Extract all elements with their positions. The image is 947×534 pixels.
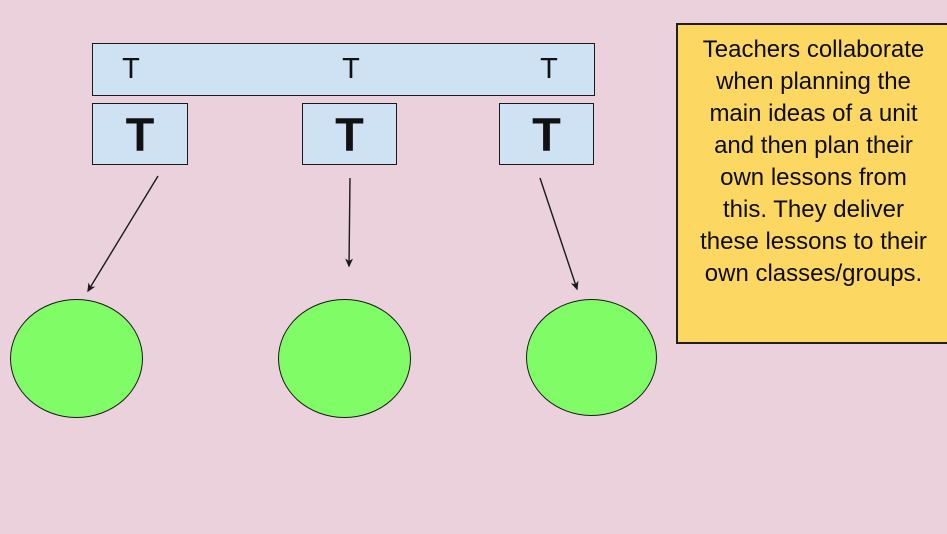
arrow-3 xyxy=(539,177,579,291)
arrow-2 xyxy=(345,177,354,268)
note-box: Teachers collaborate when planning the m… xyxy=(676,23,947,344)
teacher-box-2: T xyxy=(302,103,397,165)
note-text: Teachers collaborate when planning the m… xyxy=(700,36,927,287)
teacher-box-label-1: T xyxy=(125,107,155,161)
class-group-circle-2 xyxy=(278,299,411,418)
class-group-circle-1 xyxy=(10,299,143,418)
teacher-box-label-3: T xyxy=(532,107,561,161)
teacher-box-1: T xyxy=(92,103,188,165)
bar-teacher-label-1: T xyxy=(122,53,140,85)
arrow-1 xyxy=(87,175,159,293)
teacher-box-label-2: T xyxy=(335,107,364,161)
collaboration-bar: T T T xyxy=(92,43,595,96)
class-group-circle-3 xyxy=(526,299,657,416)
teacher-box-3: T xyxy=(499,103,594,165)
bar-teacher-label-2: T xyxy=(342,53,360,85)
bar-teacher-label-3: T xyxy=(540,53,558,85)
